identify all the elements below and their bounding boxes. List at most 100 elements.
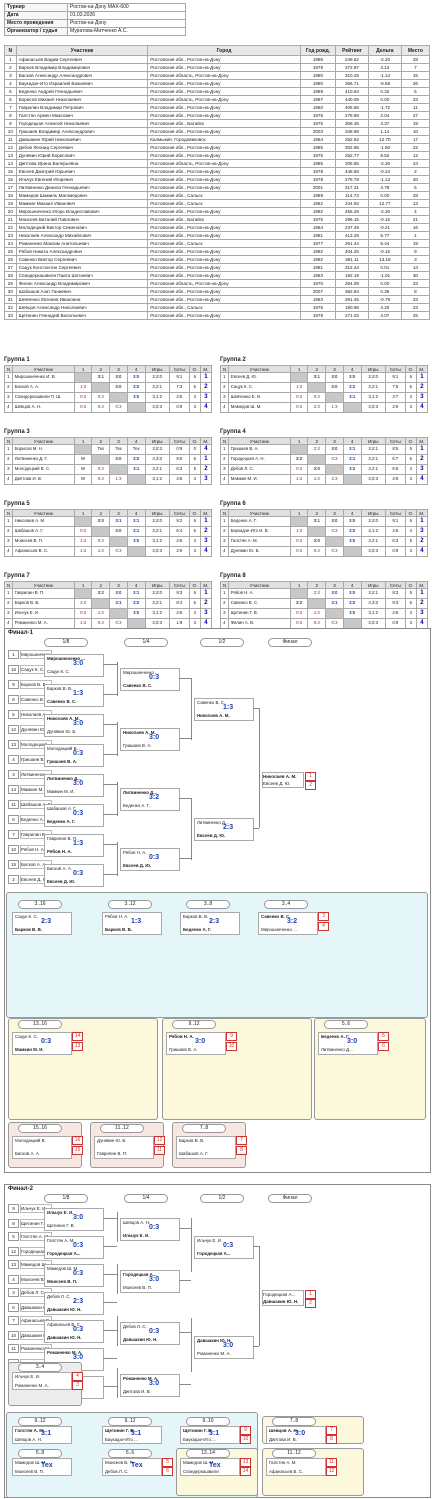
bracket-line [103, 724, 117, 726]
group-cell: 5 [404, 454, 417, 465]
player-cell: 22 [4, 223, 17, 232]
group-cell: Барков В. В. [11, 598, 75, 609]
match-player-2: Николаев А. М. [197, 713, 230, 718]
player-cell: Шевцов Александр Николаевич [15, 303, 149, 312]
player-cell: 296.15 [335, 215, 369, 224]
group-cell: 4 [188, 536, 201, 547]
player-cell: Ростовская обл., Ростов-на-Дону [147, 87, 301, 96]
group-cell: 3:7 [384, 392, 406, 403]
players-header: Дельта [367, 45, 402, 56]
match-player-1: Беденко А. Г. [321, 1034, 350, 1039]
group-cell: 0:9 [168, 444, 190, 455]
player-cell: Николаев Александр Михайлович [15, 231, 149, 240]
player-cell: Сацук Константин Сергеевич [15, 263, 149, 272]
match-player-1: Литвиненко Д... [47, 776, 81, 781]
match-player-2: Дебов Л. С. [105, 1469, 129, 1474]
group-cell: 1:3 [91, 546, 111, 557]
group-cell: 3:0 [126, 598, 146, 609]
group-header: 2 [91, 437, 111, 445]
player-cell: 1976 [299, 111, 337, 120]
match-player-2: Евсеев Д. Ю. [123, 863, 152, 868]
match-player-2: Баукадзе-Ито ... [105, 1437, 138, 1442]
player-cell: 12 [4, 143, 17, 152]
consolation-label: 5..6 [108, 1449, 152, 1458]
group-cell [342, 546, 362, 557]
group-cell: 0:3 [289, 392, 309, 403]
group-cell: 3:0 [325, 444, 344, 455]
group-cell: 0:3 [325, 618, 344, 629]
place-badge: 8 [236, 1146, 247, 1155]
place-badge: 1 [305, 772, 316, 781]
group-header: Сеты [168, 581, 190, 589]
match-player-2: Моисеев В. П. [123, 1285, 152, 1290]
match-score: 3:0 [73, 1354, 84, 1361]
match-box: Рябов Н. А.Гришаев В. А.3:0 [166, 1032, 226, 1055]
group-title: Группа 5 [4, 501, 30, 507]
group-cell: 0:9 [168, 402, 190, 413]
player-cell: 1963 [299, 295, 337, 304]
match-player-1: Городецкая А... [123, 1272, 157, 1277]
group-cell: Моисеев В. П. [11, 536, 75, 547]
group-cell: 3:2 [342, 382, 362, 393]
match-player-2: Барков В. В. [105, 927, 133, 932]
match-score: 3:1 [131, 1430, 142, 1437]
match-player-1: Литвиненко Д... [197, 820, 229, 825]
group-cell: 3:0 [126, 392, 146, 403]
match-player-1: Сацук К. С. [15, 1034, 38, 1039]
match-score: 3:0 [149, 734, 160, 741]
player-cell: 271.03 [335, 311, 369, 320]
match-player-2: Моисеев В. П. [15, 1469, 44, 1474]
match-score: 0:3 [73, 1270, 84, 1277]
match-player-2: Евсеев Д. Ю. [47, 879, 76, 884]
group-cell: Афанасьев В. С. [11, 546, 75, 557]
group-cell: 3,2:1 [144, 598, 170, 609]
seed-number: 13 [8, 740, 19, 749]
group-header: Игры [360, 509, 386, 517]
group-cell: Дунявин Ю. Б. [227, 546, 291, 557]
seed-number: 10 [8, 1331, 19, 1340]
final-player-2: Давшакин Ю. Н. [263, 1299, 299, 1304]
player-cell: Ростовская обл., Сальск [147, 199, 301, 208]
group-cell: 9:3 [168, 588, 190, 599]
round-label: 1/2 [200, 1194, 244, 1203]
group-cell: 2:9 [384, 402, 406, 413]
group-cell: 9:3 [384, 598, 406, 609]
group-cell: 3:0 [325, 516, 344, 527]
match-player-2: Городецкая А... [47, 1251, 81, 1256]
player-cell: -0.79 [367, 295, 402, 304]
group-cell: 3:0 [342, 526, 362, 537]
group-cell: 3:0 [126, 454, 146, 465]
round-label: 1/4 [124, 1194, 168, 1203]
player-cell: 190.96 [335, 303, 369, 312]
group-cell: 3 [199, 608, 213, 619]
group-cell: 2 [415, 598, 429, 609]
group-cell: 5 [188, 526, 201, 537]
player-cell: 1980 [299, 79, 337, 88]
player-cell: Ростовская обл., Ростов-на-Дону [147, 295, 301, 304]
player-cell: -0.24 [367, 167, 402, 176]
group-header: Участник [11, 581, 75, 589]
player-cell: 8.52 [367, 151, 402, 160]
player-cell: 4.78 [367, 183, 402, 192]
consolation-label: 9..10 [186, 1417, 230, 1426]
player-cell: 27 [400, 111, 431, 120]
player-cell: 24 [400, 159, 431, 168]
group-title: Группа 2 [220, 357, 246, 363]
player-cell: 317.31 [335, 183, 369, 192]
group-cell: 3 [220, 536, 229, 547]
group-cell: 3:1 [325, 598, 344, 609]
group-header: N [4, 365, 13, 373]
match-player-2: Городецкая А... [197, 1251, 231, 1256]
player-cell: 312.44 [335, 263, 369, 272]
group-cell: 4:6 [384, 526, 406, 537]
seed-number: 8 [8, 1219, 19, 1228]
